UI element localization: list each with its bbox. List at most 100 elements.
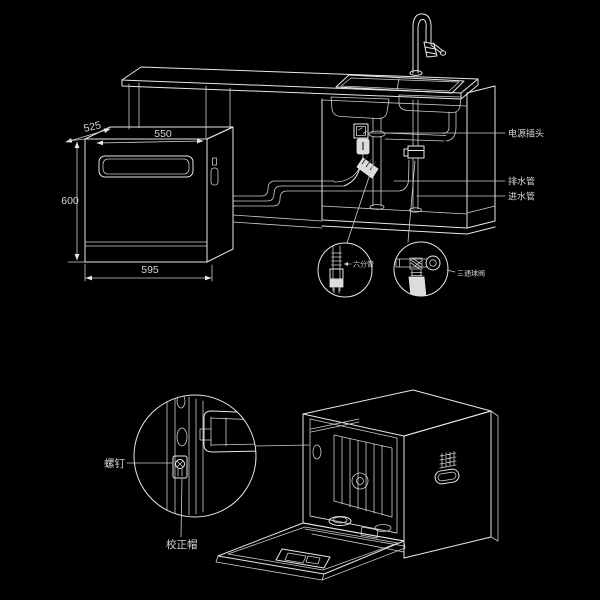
dishwasher-front-view — [84, 126, 234, 263]
power-plug-label: 电源插头 — [508, 128, 544, 139]
sink-inner-rim — [340, 77, 460, 92]
tub-back-ribs — [341, 436, 383, 516]
salt-cap-outer — [328, 516, 352, 526]
counter-top-surface — [121, 66, 479, 94]
outlet-slots — [358, 127, 367, 134]
tub-floor-edge — [309, 515, 398, 534]
riser-floor-flange — [409, 207, 422, 213]
counter-front-edge — [121, 79, 462, 100]
tub-side-oval — [312, 444, 322, 460]
dw2-right-outer-edge — [490, 410, 499, 542]
dim-width-bottom-label: 595 — [141, 264, 159, 276]
magnifier-connector-line — [255, 444, 310, 447]
dim-depth-label: 525 — [82, 119, 102, 135]
cabinet-frame — [321, 85, 496, 235]
dw2-interior-tub — [309, 418, 398, 539]
trap-collar — [368, 130, 386, 138]
edge-hole-large — [176, 427, 188, 447]
dw2-right-panel — [403, 410, 492, 559]
screw-cross — [176, 460, 184, 477]
tub-back-wall — [333, 434, 393, 518]
dishwasher-open-view — [215, 389, 499, 581]
valve-detail-leader — [407, 160, 416, 243]
supply-riser-upper — [412, 99, 419, 147]
drain-hose-label: 排水管 — [508, 176, 535, 187]
right-tailpiece-elbow — [442, 111, 457, 142]
dw-kick-lines — [84, 241, 208, 247]
hose-drain-line — [232, 185, 345, 202]
valve-detail-content — [395, 255, 441, 296]
sink — [335, 74, 465, 94]
dim-ext-595 — [84, 263, 213, 282]
floor-plinth — [232, 214, 323, 229]
cabinet-interior-lines — [321, 99, 496, 215]
dispenser-outline — [275, 548, 331, 569]
floor-box — [360, 526, 379, 539]
supply-riser-and-valve — [403, 99, 425, 213]
cap-leader — [180, 478, 183, 538]
dw-side-handle — [210, 167, 219, 186]
side-handle-inner — [437, 471, 457, 482]
dw-side-face — [206, 126, 234, 263]
faucet-handle — [430, 42, 444, 54]
outlet-faceplate — [353, 123, 369, 139]
hinge-notch — [199, 428, 212, 441]
sink-cabinet — [321, 85, 496, 235]
counter-mid-leg — [205, 85, 231, 139]
dw-display-slot-outer — [98, 155, 194, 178]
pipe-coupling — [329, 268, 344, 280]
edge-hole-small — [176, 395, 186, 409]
tub-inlet-boss-outer — [351, 472, 369, 490]
side-vent-hatch — [439, 451, 457, 469]
door-inner-surface — [227, 526, 399, 571]
power-outlet-and-plug — [333, 123, 370, 183]
tub-top-rail — [310, 418, 360, 433]
faucet — [409, 13, 447, 76]
door-thickness — [215, 540, 406, 581]
door-outer — [217, 522, 405, 575]
valve-handle-inner — [429, 259, 437, 267]
standpipe-floor-flange — [369, 204, 385, 210]
dispenser-cup — [284, 552, 307, 564]
pipe-detail-leader — [346, 164, 374, 244]
salt-cap-inner — [332, 516, 348, 524]
screw-bracket — [172, 455, 188, 479]
connection-hoses — [232, 159, 410, 207]
magnifier-detail: 螺钉 校正帽 — [104, 394, 310, 551]
dw-display-slot-inner — [102, 158, 190, 175]
valve-horizontal-pipe — [395, 258, 428, 268]
counter-left-leg — [128, 82, 140, 130]
screw-head — [175, 459, 185, 469]
detail-circle-pipe: 六分管 — [317, 164, 374, 298]
valve-threaded-outlet — [410, 269, 423, 277]
installation-scene: 525 550 600 595 电源插头 排水管 进水管 — [61, 13, 544, 298]
left-basin-underside — [330, 96, 390, 119]
faucet-riser — [412, 24, 419, 74]
filter-boss — [374, 524, 392, 532]
tub-inlet-boss-inner — [356, 477, 364, 485]
dim-width-top-label: 550 — [154, 128, 172, 140]
pipe-callout-label: 六分管 — [353, 260, 374, 269]
valve-hatched-body — [409, 257, 423, 270]
detergent-dispenser — [275, 548, 331, 569]
faucet-handle-knob — [439, 50, 447, 56]
valve-outlet-pipe — [408, 276, 427, 296]
dim-ext-600 — [67, 138, 86, 263]
screw-label: 螺钉 — [104, 458, 125, 470]
dw2-side-details — [434, 451, 460, 485]
hose-connector — [356, 157, 379, 179]
dim-line-525 — [65, 128, 111, 143]
dim-height-label: 600 — [61, 195, 79, 207]
hinge-latch-body — [203, 410, 256, 453]
right-basin-underside — [398, 94, 462, 113]
outlet-inner — [356, 126, 366, 136]
magnifier-content — [166, 395, 256, 517]
valve-round-handle — [425, 255, 441, 271]
sink-divider — [396, 78, 400, 91]
pipe-detail-circle — [317, 242, 373, 298]
side-handle-outer — [434, 468, 460, 485]
dw-front-face — [84, 138, 208, 263]
left-tailpiece — [372, 117, 382, 132]
pipe-cap — [329, 279, 344, 288]
three-way-valve-body — [403, 145, 425, 159]
